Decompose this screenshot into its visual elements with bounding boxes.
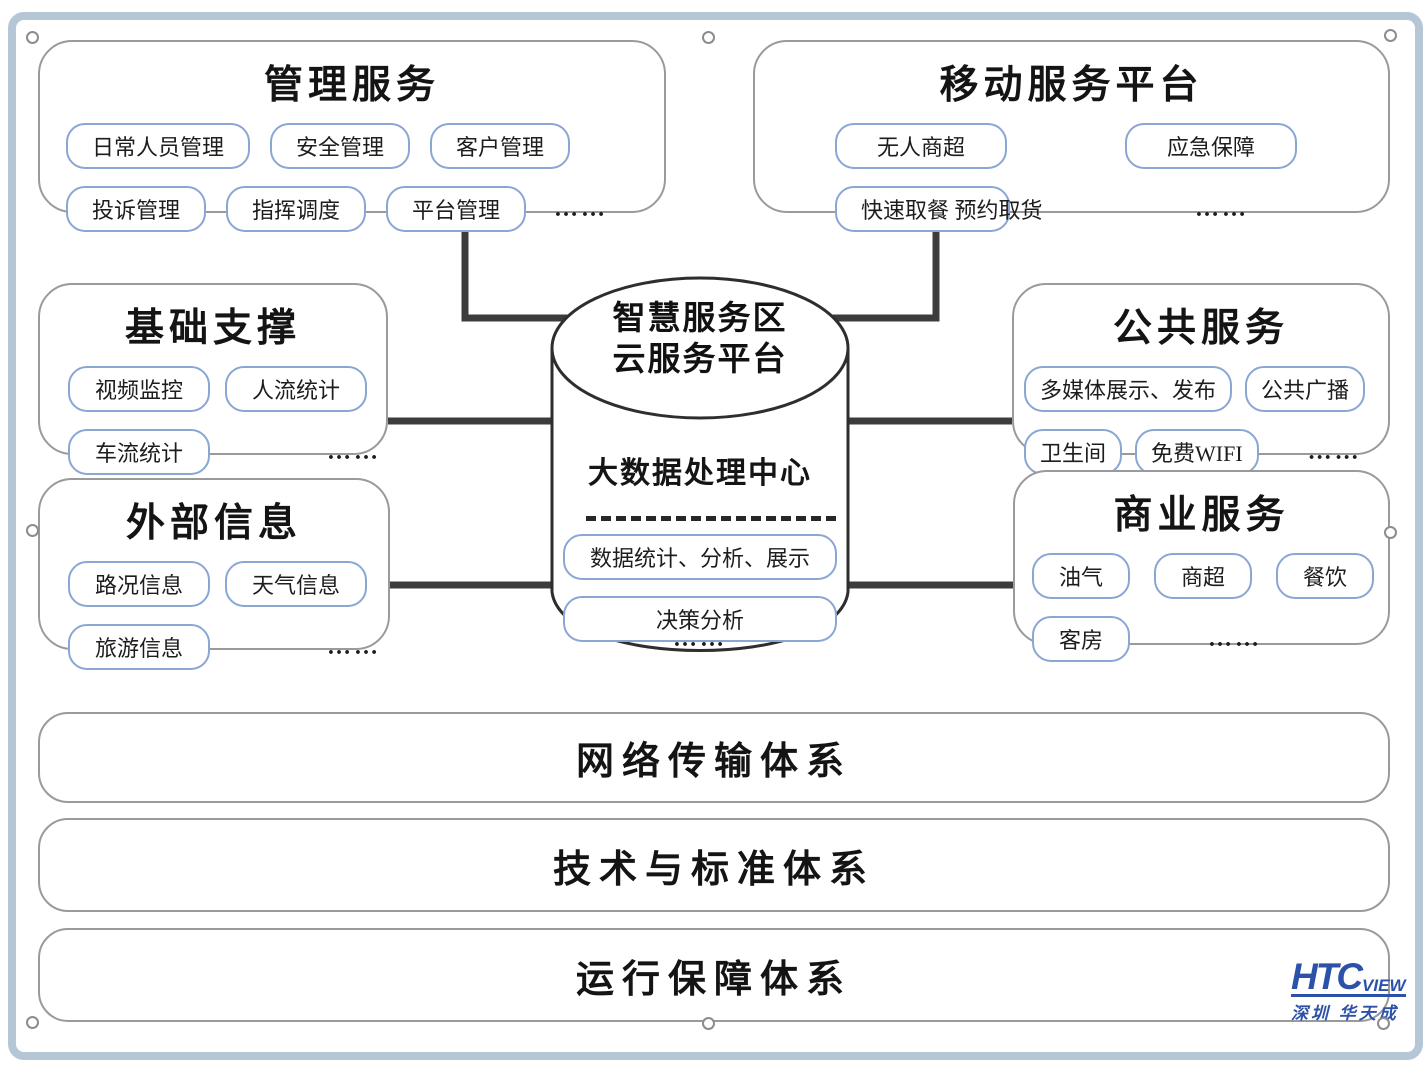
brand-wordmark: HTC VIEW — [1291, 956, 1406, 998]
pill-area: 无人商超 应急保障 快速取餐 预约取货 …… — [755, 123, 1388, 232]
pill: 安全管理 — [270, 123, 411, 169]
brand-logo: HTC VIEW 深圳 华天成 — [1291, 956, 1406, 1024]
ellipsis-text: …… — [673, 626, 727, 652]
box-title: 公共服务 — [1112, 307, 1289, 350]
bar-label: 运行保障体系 — [575, 958, 852, 1001]
connector-management-center — [461, 205, 590, 322]
pill-row: 车流统计 …… — [68, 429, 378, 475]
pill: 公共广播 — [1245, 366, 1366, 412]
pill-row: 日常人员管理安全管理客户管理 — [66, 123, 638, 169]
box-title: 基础支撑 — [124, 307, 301, 350]
pill-row: 快速取餐 预约取货 …… — [835, 186, 1308, 232]
brand-text: HTC — [1291, 956, 1363, 997]
pill-row: 无人商超 应急保障 — [835, 123, 1308, 169]
pill: 日常人员管理 — [66, 123, 251, 169]
cylinder-subtitle: 大数据处理中心 — [588, 457, 812, 490]
cylinder-pill-area: 数据统计、分析、展示决策分析 — [563, 534, 837, 642]
cylinder-top-ellipse — [550, 276, 850, 420]
ellipsis-text: …… — [554, 195, 609, 222]
bar-label: 网络传输体系 — [575, 741, 852, 783]
pill: 免费WIFI — [1135, 429, 1259, 475]
pill-row: 多媒体展示、发布公共广播 — [1024, 366, 1378, 412]
box-external-information: 外部信息 路况信息天气信息 旅游信息 …… — [38, 478, 390, 670]
pill-row: 油气商超餐饮 — [1032, 553, 1374, 599]
selection-handle-bottom-right[interactable] — [1377, 1017, 1390, 1030]
pill: 天气信息 — [225, 561, 367, 607]
pill: 人流统计 — [225, 366, 367, 412]
box-title: 管理服务 — [263, 64, 440, 107]
box-title: 外部信息 — [125, 502, 302, 545]
pill: 油气 — [1032, 553, 1130, 599]
pill: 决策分析 — [563, 596, 837, 642]
ellipsis-text: …… — [1208, 625, 1262, 652]
ellipsis-text: …… — [327, 438, 381, 465]
pill: 餐饮 — [1276, 553, 1374, 599]
pill-area: 日常人员管理安全管理客户管理 投诉管理指挥调度平台管理 …… — [40, 123, 664, 232]
bar-label: 技术与标准体系 — [552, 848, 875, 891]
selection-handle-top-right[interactable] — [1384, 29, 1397, 42]
ellipsis-text: …… — [1195, 195, 1249, 222]
cylinder-title: 智慧服务区 云服务平台 — [612, 299, 788, 378]
bar-operation-support-system: 运行保障体系 — [38, 928, 1390, 1022]
pill: 投诉管理 — [66, 186, 207, 232]
box-mobile-service-platform: 移动服务平台 无人商超 应急保障 快速取餐 预约取货 …… — [753, 40, 1390, 232]
pill: 车流统计 — [68, 429, 210, 475]
box-title: 商业服务 — [1113, 494, 1290, 537]
pill-row: 投诉管理指挥调度平台管理 …… — [66, 186, 638, 232]
pill-area: 视频监控人流统计 车流统计 …… — [40, 366, 386, 475]
pill: 指挥调度 — [226, 186, 367, 232]
box-public-services: 公共服务 多媒体展示、发布公共广播 卫生间免费WIFI …… — [1012, 283, 1390, 475]
pill: 平台管理 — [386, 186, 527, 232]
pill: 多媒体展示、发布 — [1024, 366, 1233, 412]
dashed-divider — [586, 516, 836, 521]
box-title: 移动服务平台 — [939, 64, 1204, 107]
selection-handle-top-center[interactable] — [702, 31, 715, 44]
pill: 数据统计、分析、展示 — [563, 534, 837, 580]
pill: 路况信息 — [68, 561, 210, 607]
pill: 无人商超 — [835, 123, 1007, 169]
selection-handle-middle-right[interactable] — [1384, 526, 1397, 539]
selection-handle-top-left[interactable] — [26, 31, 39, 44]
box-management-services: 管理服务 日常人员管理安全管理客户管理 投诉管理指挥调度平台管理 …… — [38, 40, 666, 232]
pill: 客房 — [1032, 616, 1130, 662]
pill-area: 油气商超餐饮 客房 …… — [1015, 553, 1388, 662]
pill-area: 路况信息天气信息 旅游信息 …… — [40, 561, 388, 670]
pill: 应急保障 — [1125, 123, 1297, 169]
pill-row: 客房 …… — [1032, 616, 1371, 662]
selection-handle-bottom-left[interactable] — [26, 1016, 39, 1029]
box-basic-support: 基础支撑 视频监控人流统计 车流统计 …… — [38, 283, 388, 475]
pill-row: 旅游信息 …… — [68, 624, 378, 670]
bar-network-transmission-system: 网络传输体系 — [38, 712, 1390, 803]
ellipsis-text: …… — [327, 633, 381, 660]
connector-mobile-center — [810, 205, 940, 322]
pill: 客户管理 — [430, 123, 571, 169]
pill-row: 卫生间免费WIFI …… — [1024, 429, 1378, 475]
pill: 卫生间 — [1024, 429, 1123, 475]
pill: 旅游信息 — [68, 624, 210, 670]
pill-row: 视频监控人流统计 — [68, 366, 367, 412]
brand-suffix-text: VIEW — [1362, 976, 1406, 995]
pill: 快速取餐 预约取货 — [835, 186, 1043, 232]
ellipsis-text: …… — [1307, 438, 1362, 465]
brand-subtitle: 深圳 华天成 — [1291, 1004, 1399, 1024]
box-business-services: 商业服务 油气商超餐饮 客房 …… — [1013, 470, 1390, 662]
pill: 视频监控 — [68, 366, 210, 412]
selection-handle-middle-left[interactable] — [26, 524, 39, 537]
bar-technology-standard-system: 技术与标准体系 — [38, 818, 1390, 912]
pill: 商超 — [1154, 553, 1252, 599]
pill-area: 多媒体展示、发布公共广播 卫生间免费WIFI …… — [1014, 366, 1388, 475]
pill-row: 路况信息天气信息 — [68, 561, 367, 607]
selection-handle-bottom-center[interactable] — [702, 1017, 715, 1030]
